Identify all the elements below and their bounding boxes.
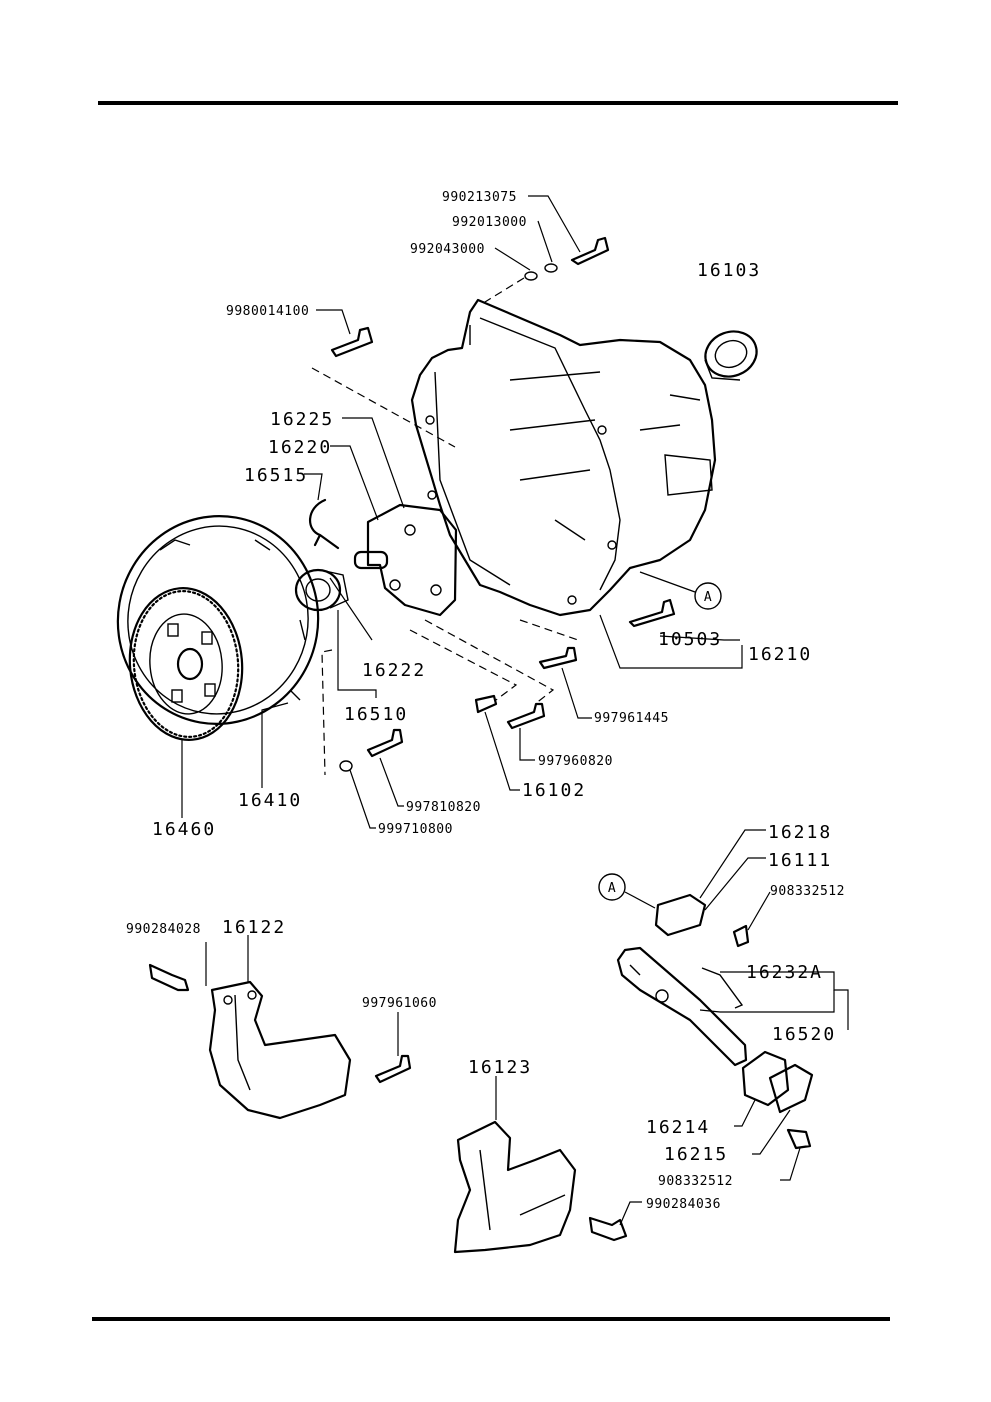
- label-16122: 16122: [222, 917, 286, 938]
- clutch-housing-drawing: [410, 298, 717, 617]
- callout-a-lower-leader: [624, 891, 656, 909]
- label-16102: 16102: [522, 780, 586, 801]
- label-16103: 16103: [697, 260, 761, 281]
- label-16520: 16520: [772, 1024, 836, 1045]
- label-16515: 16515: [244, 465, 308, 486]
- label-16210: 16210: [748, 644, 812, 665]
- callout-a-upper: A: [694, 582, 722, 610]
- label-908332512-lower: 908332512: [658, 1174, 733, 1189]
- label-16460: 16460: [152, 819, 216, 840]
- leader-lines: [181, 195, 849, 1226]
- alignment-lines: [311, 277, 579, 776]
- label-16214: 16214: [646, 1117, 710, 1138]
- retaining-spring-drawing: [309, 498, 340, 550]
- release-fork-drawing: [616, 893, 814, 1150]
- clutch-disc-drawing: [128, 587, 244, 741]
- label-997960820: 997960820: [538, 754, 613, 769]
- label-990284036: 990284036: [646, 1197, 721, 1212]
- clutch-cover-drawing: [116, 515, 320, 725]
- label-990213075: 990213075: [442, 190, 517, 205]
- label-990284028: 990284028: [126, 922, 201, 937]
- bracket-16122-drawing: [148, 963, 412, 1120]
- oil-seal-drawing: [704, 330, 758, 381]
- label-908332512-upper: 908332512: [770, 884, 845, 899]
- label-16232A: 16232A: [746, 962, 823, 983]
- callout-a-lower: A: [598, 873, 626, 901]
- svg-text:A: A: [608, 881, 616, 896]
- label-16218: 16218: [768, 822, 832, 843]
- svg-text:A: A: [704, 590, 712, 605]
- label-992013000: 992013000: [452, 215, 527, 230]
- label-997961445: 997961445: [594, 711, 669, 726]
- label-997961060: 997961060: [362, 996, 437, 1011]
- label-16215: 16215: [664, 1144, 728, 1165]
- bearing-guide-drawing: [353, 503, 458, 617]
- upper-bolts-drawing: [330, 236, 676, 772]
- label-16410: 16410: [238, 790, 302, 811]
- label-16111: 16111: [768, 850, 832, 871]
- label-999710800: 999710800: [378, 822, 453, 837]
- label-10503: 10503: [658, 629, 722, 650]
- label-16510: 16510: [344, 704, 408, 725]
- label-992043000: 992043000: [410, 242, 485, 257]
- label-16222: 16222: [362, 660, 426, 681]
- label-16220: 16220: [268, 437, 332, 458]
- callout-a-upper-leader: [639, 571, 696, 593]
- bracket-16123-drawing: [453, 1120, 628, 1254]
- label-997810820: 997810820: [406, 800, 481, 815]
- label-9980014100: 9980014100: [226, 304, 309, 319]
- label-16123: 16123: [468, 1057, 532, 1078]
- label-16225: 16225: [270, 409, 334, 430]
